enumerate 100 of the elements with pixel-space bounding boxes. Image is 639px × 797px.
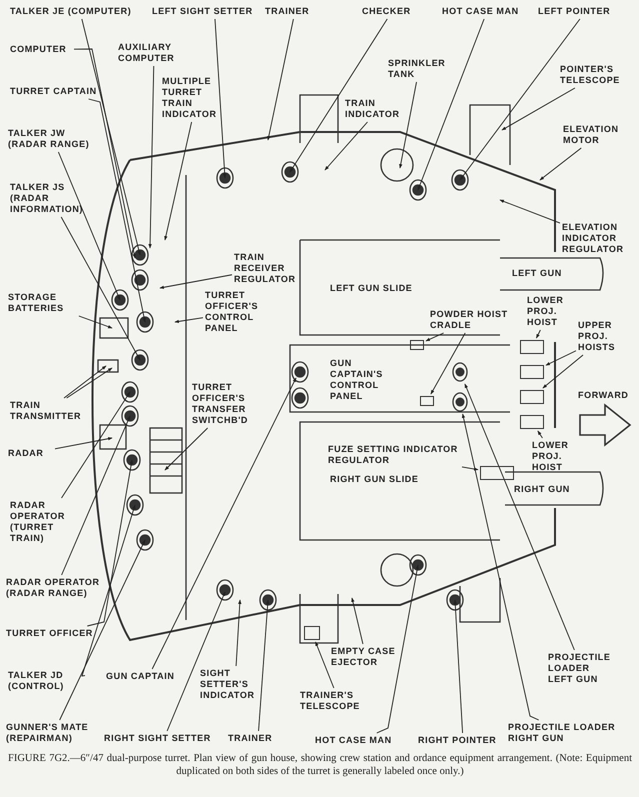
callout-label: RADAR [8,448,53,459]
leader-line [54,437,113,450]
leader-line [376,564,419,734]
callout-label: MULTIPLE TURRET TRAIN INDICATOR [162,76,232,120]
callout-label: HOT CASE MAN [442,6,532,17]
callout-label: TALKER JE (COMPUTER) [10,6,150,17]
equipment-box [520,415,544,429]
callout-label: PROJECTILE LOADER LEFT GUN [548,652,616,685]
leader-line [81,18,141,256]
equipment-box [520,390,544,404]
callout-label: UPPER PROJ. HOISTS [578,320,633,353]
leader-line [159,274,232,289]
callout-label: TRAINER [228,733,288,744]
callout-label: TALKER JW (RADAR RANGE) [8,128,98,150]
callout-label: HOT CASE MAN [315,735,405,746]
equipment-box [520,365,544,379]
leader-line [81,504,136,677]
callout-label: RADAR OPERATOR (RADAR RANGE) [6,577,106,599]
leader-line [315,641,334,688]
callout-label: RADAR OPERATOR (TURRET TRAIN) [10,500,82,544]
callout-label: TALKER JD (CONTROL) [8,670,83,692]
equipment-box [410,340,424,350]
crew-station-icon [452,392,468,412]
leader-line [88,98,146,323]
leader-line [174,317,204,324]
gun-label: LEFT GUN [512,268,563,279]
leader-line [267,18,294,141]
callout-label: POINTER'S TELESCOPE [560,64,635,86]
callout-label: RIGHT SIGHT SETTER [104,733,224,744]
leader-line [236,599,242,666]
leader-line [430,332,466,394]
callout-label: TURRET OFFICER [6,628,106,639]
area-label: LEFT GUN SLIDE [330,283,414,294]
gun-label: RIGHT GUN [514,484,571,495]
leader-line [546,350,576,366]
leader-line [86,459,133,626]
callout-label: CHECKER [362,6,422,17]
leader-line [460,18,580,180]
leader-line [59,540,146,720]
callout-label: SPRINKLER TANK [388,58,450,80]
leader-line [351,597,364,644]
callout-label: AUXILIARY COMPUTER [118,42,190,64]
leader-line [462,413,540,720]
leader-line [454,599,464,734]
callout-label: TRAIN RECEIVER REGULATOR [234,252,298,285]
callout-label: TRAINER [265,6,325,17]
leader-line [58,152,120,301]
callout-label: GUNNER'S MATE (REPAIRMAN) [6,722,101,744]
crew-station-icon [452,362,468,382]
leader-line [537,430,543,438]
leader-line [164,122,192,241]
leader-line [61,415,130,576]
leader-line [60,216,140,360]
figure-caption: FIGURE 7G2.—6″/47 dual-purpose turret. Plan view of gun house, showing crew station and ordance equipment arrangement. (Note: Equipment duplicated on both sides of the turret is generally labeled once only.) [8,752,632,778]
callout-label: EMPTY CASE EJECTOR [331,646,401,668]
callout-label: TRAINER'S TELESCOPE [300,690,378,712]
equipment-box [520,340,544,354]
callout-label: RIGHT POINTER [418,735,508,746]
leader-line [464,383,575,650]
callout-label: SIGHT SETTER'S INDICATOR [200,668,270,701]
leader-line [418,18,485,191]
leader-line [399,82,417,169]
callout-label: GUN CAPTAIN [106,671,191,682]
callout-label: TRAIN INDICATOR [345,98,413,120]
equipment-box [420,396,434,406]
equipment-box [304,626,320,640]
callout-label: ELEVATION MOTOR [563,124,633,146]
leader-line [64,366,106,398]
callout-label: TURRET OFFICER'S CONTROL PANEL [205,290,275,334]
callout-label: COMPUTER [10,44,72,55]
callout-label: TURRET CAPTAIN [10,86,110,97]
callout-label: TRAIN TRANSMITTER [10,400,84,422]
panel-label: GUN CAPTAIN'S CONTROL PANEL [330,358,384,402]
callout-label: POWDER HOIST CRADLE [430,309,515,331]
leader-line [164,428,208,470]
leader-line [540,148,582,180]
area-label: RIGHT GUN SLIDE [330,474,420,485]
leader-line [74,48,136,259]
callout-label: LEFT POINTER [538,6,633,17]
leader-line [502,88,576,130]
leader-line [66,368,112,398]
leader-line [78,316,113,328]
callout-label: TALKER JS (RADAR INFORMATION) [10,182,92,215]
leader-line [542,354,584,388]
callout-label: TURRET OFFICER'S TRANSFER SWITCHB'D [192,382,272,426]
leader-line [536,330,541,338]
callout-label: LOWER PROJ. HOIST [532,440,577,473]
leader-line [148,66,154,249]
callout-label: FUZE SETTING INDICATOR REGULATOR [328,444,460,466]
leader-line [61,392,130,498]
callout-label: ELEVATION INDICATOR REGULATOR [562,222,638,255]
leader-line [166,591,226,732]
leader-line [462,466,479,471]
callout-label: PROJECTILE LOADER RIGHT GUN [508,722,626,744]
leader-line [324,122,368,170]
leader-line [258,599,270,732]
leader-line [499,200,560,224]
leader-line [290,18,388,172]
leader-line [152,378,296,670]
direction-label: FORWARD [578,390,630,401]
